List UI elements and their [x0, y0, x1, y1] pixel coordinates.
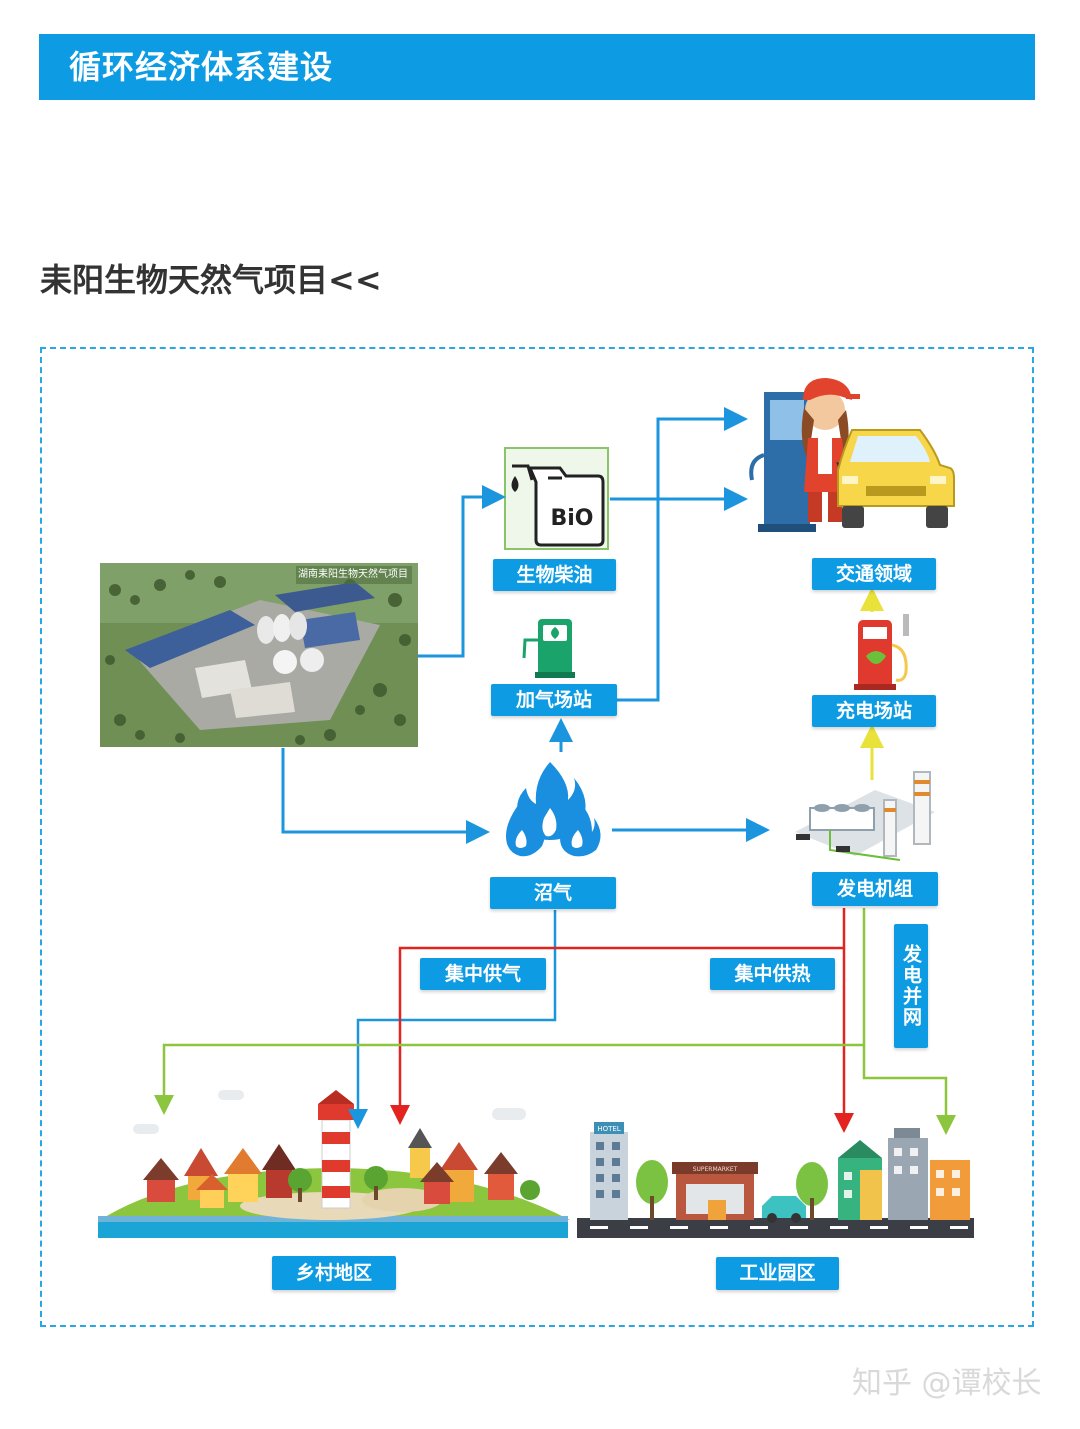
line-central-gas: [348, 910, 557, 1129]
diagram-frame: [40, 347, 1034, 1327]
node-gas-station: 加气场站: [491, 684, 617, 716]
generator-set-icon: [795, 771, 935, 861]
node-charging-station: 充电场站: [812, 695, 936, 727]
gas-pump-icon: [522, 619, 575, 678]
arrow-gas-station-to-transport: [617, 407, 748, 702]
rural-village-illustration: [98, 1090, 570, 1238]
watermark: 知乎 @谭校长: [852, 1366, 1042, 1401]
line-central-heat-rural: [390, 908, 846, 1125]
arrow-plant-to-biodiesel: [418, 485, 506, 658]
node-transport: 交通领域: [812, 558, 936, 590]
flow-label-central-gas: 集中供气: [420, 958, 546, 990]
line-grid-industrial: [862, 1045, 956, 1135]
supermarket-sign: SUPERMARKET: [693, 1166, 738, 1173]
line-grid-rural: [154, 908, 866, 1115]
photo-caption: 湖南耒阳生物天然气项目: [298, 569, 408, 580]
header-title: 循环经济体系建设: [69, 48, 334, 86]
bio-can-text: BiO: [550, 506, 593, 531]
hotel-sign: HOTEL: [597, 1125, 620, 1133]
node-generator: 发电机组: [812, 872, 938, 906]
plant-tanks: [257, 612, 324, 674]
header-bar: 循环经济体系建设: [39, 34, 1035, 100]
node-biogas: 沼气: [490, 877, 616, 909]
flow-label-central-heat: 集中供热: [710, 958, 835, 990]
flow-label-grid: 发电并网: [894, 924, 928, 1048]
industrial-park-illustration: [577, 1122, 974, 1238]
fuel-station-illustration: [749, 378, 955, 532]
bio-can-icon: [504, 447, 609, 550]
arrow-plant-to-biogas: [281, 748, 490, 844]
biogas-flame-icon: [506, 762, 601, 857]
project-title: 耒阳生物天然气项目<<: [40, 261, 382, 299]
node-biodiesel: 生物柴油: [493, 559, 616, 591]
node-rural-area: 乡村地区: [272, 1256, 396, 1290]
plant-aerial-photo: [100, 563, 418, 747]
charging-pump-icon: [854, 614, 909, 690]
node-industrial-park: 工业园区: [716, 1257, 839, 1290]
